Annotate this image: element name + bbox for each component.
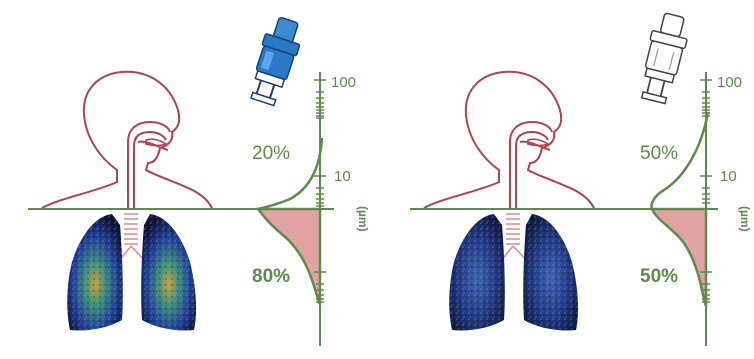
lower-percent-right: 50% — [640, 266, 678, 288]
lower-percent-left: 80% — [252, 266, 290, 288]
airway — [128, 122, 170, 208]
white-nebulizer-icon — [636, 11, 692, 105]
axis-tick-10-left: 10 — [334, 168, 351, 185]
axis-tick-100-left: 100 — [331, 74, 356, 91]
axis-tick-100-right: 100 — [717, 74, 742, 91]
trachea — [500, 214, 528, 262]
axis-unit-left: (µm) — [356, 206, 370, 232]
axis-tick-10-right: 10 — [720, 168, 737, 185]
upper-percent-left: 20% — [252, 143, 290, 165]
airway — [510, 122, 552, 208]
blue-nebulizer-icon — [245, 14, 306, 107]
right-panel — [410, 11, 718, 346]
distribution-fill-lower — [652, 209, 706, 306]
axis-unit-right: (µm) — [738, 206, 752, 232]
trachea — [118, 214, 146, 262]
upper-percent-right: 50% — [640, 143, 678, 165]
distribution-fill-lower — [258, 209, 320, 304]
left-panel — [28, 14, 334, 346]
